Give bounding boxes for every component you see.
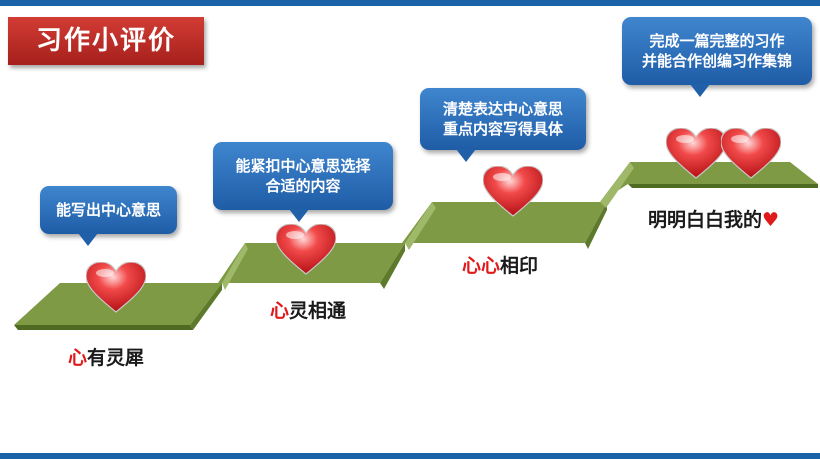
level-label-2: 心灵相通: [270, 296, 346, 323]
bubble-4-line-2: 并能合作创编习作集锦: [642, 51, 792, 71]
level-label-3: 心心相印: [462, 251, 538, 278]
bubble-2-line-2: 合适的内容: [265, 176, 340, 196]
bubble-1-line-1: 能写出中心意思: [56, 200, 161, 220]
bubble-4-line-1: 完成一篇完整的习作: [649, 31, 784, 51]
level-label-3-text: 相印: [500, 255, 538, 277]
level-label-2-text: 灵相通: [289, 300, 346, 322]
criterion-bubble-4: 完成一篇完整的习作 并能合作创编习作集锦: [622, 17, 812, 85]
heart-glyph-icon: ♥: [762, 209, 779, 231]
level-label-1-highlight: 心: [68, 347, 87, 369]
level-label-1: 心有灵犀: [68, 343, 144, 370]
bubble-3-line-1: 清楚表达中心意思: [443, 99, 563, 119]
level-label-4-text: 明明白白我的: [648, 209, 762, 231]
level-label-4: 明明白白我的♥: [648, 205, 779, 232]
criterion-bubble-2: 能紧扣中心意思选择 合适的内容: [213, 142, 393, 210]
level-label-3-highlight: 心心: [462, 255, 500, 277]
bubble-3-line-2: 重点内容写得具体: [443, 119, 563, 139]
criterion-bubble-3: 清楚表达中心意思 重点内容写得具体: [420, 88, 586, 150]
level-label-2-highlight: 心: [270, 300, 289, 322]
level-label-1-text: 有灵犀: [87, 347, 144, 369]
criterion-bubble-1: 能写出中心意思: [40, 186, 177, 234]
bubble-2-line-1: 能紧扣中心意思选择: [235, 156, 370, 176]
